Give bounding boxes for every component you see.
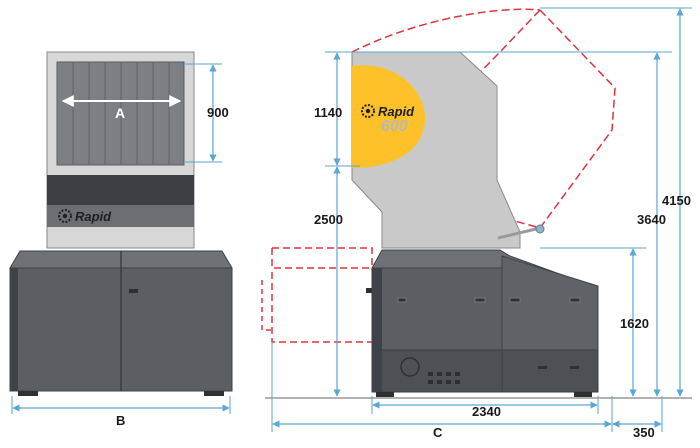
open-hopper-arc: [351, 8, 541, 53]
front-foot-right: [204, 391, 224, 396]
side-handle-1: [474, 297, 486, 303]
dim-label-2500: 2500: [314, 212, 343, 227]
dim-label-C: C: [433, 425, 443, 440]
side-strut-pivot: [535, 224, 545, 234]
front-gear-icon: [58, 209, 72, 223]
side-lower-handle-2: [570, 366, 579, 369]
dim-label-1140: 1140: [314, 105, 342, 120]
side-cabinet-rear-edge: [372, 268, 382, 392]
front-cabinet-handle: [129, 289, 138, 293]
side-cabinet-upper: [371, 267, 503, 351]
side-view: Rapid 600 1140: [261, 7, 692, 440]
dim-label-3640: 3640: [637, 212, 666, 227]
side-logo-disk: [352, 65, 425, 168]
side-brand-label: Rapid: [378, 104, 415, 119]
front-brand-logo: Rapid: [58, 209, 112, 224]
front-foot-left: [18, 391, 38, 396]
front-view: Rapid A 900 B: [9, 51, 233, 428]
side-foot-right: [574, 392, 592, 397]
dim-label-2340: 2340: [472, 404, 501, 419]
side-hopper-strut: [497, 226, 541, 240]
side-foot-left: [376, 392, 394, 397]
side-model-label: 600: [381, 118, 408, 135]
side-vent-grid: [428, 372, 460, 384]
dim-label-900: 900: [207, 105, 229, 120]
side-lower-handle-1: [538, 366, 547, 369]
dim-label-1620: 1620: [620, 316, 649, 331]
dim-label-350: 350: [633, 425, 655, 440]
front-logo-band: [47, 205, 194, 227]
front-hopper-curtain: [72, 63, 170, 164]
side-handle-2: [509, 297, 521, 303]
side-handle-4: [397, 297, 407, 303]
dim-label-A: A: [115, 105, 125, 121]
front-dark-band: [47, 175, 194, 205]
side-handle-3: [569, 297, 581, 303]
front-brand-label: Rapid: [75, 209, 112, 224]
dim-label-B: B: [116, 413, 125, 428]
side-latch: [366, 288, 372, 293]
front-cabinet-left-edge: [10, 268, 18, 391]
side-cabinet-lower: [371, 349, 599, 393]
dim-label-4150: 4150: [662, 193, 691, 208]
side-gear-icon: [361, 104, 375, 118]
side-motor-cover: [400, 357, 420, 377]
side-brand-logo: Rapid 600: [361, 104, 415, 135]
